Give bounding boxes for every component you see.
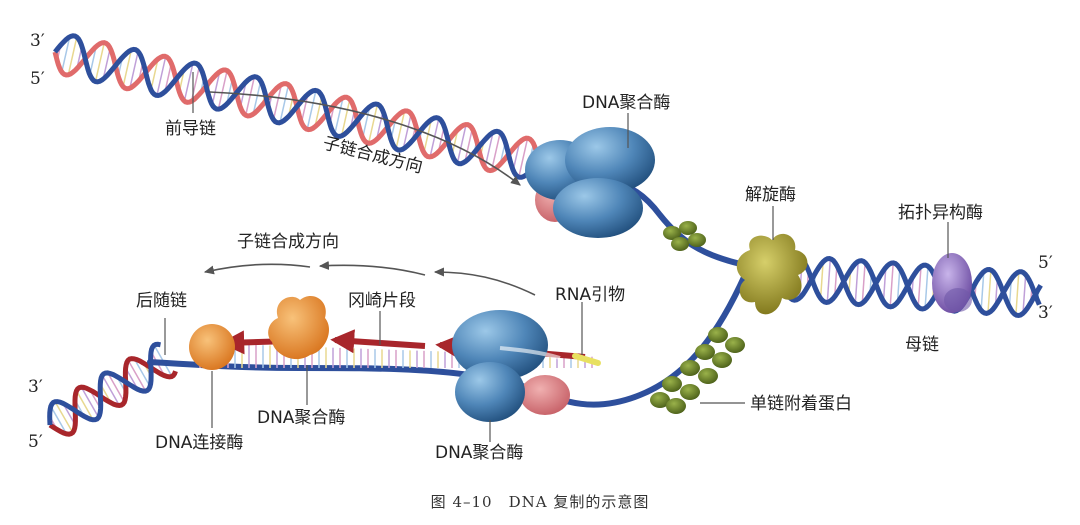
leading-base-pair — [102, 48, 111, 80]
bottom-synthesis-arrow-1 — [433, 267, 536, 296]
helicase — [736, 233, 808, 315]
parent-base-pair — [980, 271, 985, 311]
leading-base-pair — [217, 70, 228, 110]
rna-primer — [572, 353, 601, 366]
leading-base-pair — [464, 128, 474, 163]
leading-base-pair — [429, 118, 440, 158]
bottom-synthesis-arrow-3 — [203, 263, 311, 275]
leading-base-pair — [367, 104, 379, 144]
label-helicase: 解旋酶 — [745, 185, 796, 205]
end-label-top-left-3: 3′ — [30, 31, 45, 51]
parent-strand-b — [745, 251, 1042, 316]
parent-base-pair — [854, 261, 859, 304]
dna-polymerase-lagging — [268, 296, 330, 360]
leading-base-pair — [314, 95, 323, 128]
leading-base-pair — [156, 56, 167, 96]
leading-base-pair — [164, 63, 173, 92]
end-label-top-left-5: 5′ — [30, 69, 45, 89]
leading-base-pair — [361, 106, 371, 138]
leading-base-pair — [375, 111, 384, 140]
leading-base-pair — [183, 63, 194, 102]
label-dna-ligase: DNA连接酶 — [155, 433, 243, 453]
parent-base-pair — [861, 262, 866, 304]
lagging-base-pair — [107, 372, 125, 403]
leading-base-pair — [244, 76, 256, 116]
leading-base-pair — [340, 99, 351, 137]
parent-base-pair — [1015, 271, 1020, 316]
parent-base-pair — [833, 265, 838, 297]
leader-lines — [164, 72, 949, 442]
label-ssb: 单链附着蛋白 — [750, 394, 852, 414]
leading-base-pair — [402, 113, 412, 150]
label-dna-polymerase-bottom: DNA聚合酶 — [435, 443, 523, 463]
lagging-base-pair — [50, 405, 68, 435]
topoisomerase-shadow — [944, 288, 972, 312]
lagging-strand-helix — [47, 341, 178, 437]
bottom-synthesis-arrow-2 — [318, 261, 426, 276]
leading-strand-helix — [52, 33, 603, 194]
leading-base-pair — [252, 80, 262, 115]
label-synthesis-direction-bottom: 子链合成方向 — [237, 232, 339, 252]
leading-base-pair — [512, 141, 521, 171]
end-label-right-5: 5′ — [1038, 253, 1053, 273]
lagging-strand-b — [47, 341, 161, 426]
leading-base-pair — [395, 110, 406, 149]
parent-base-pair — [819, 261, 824, 299]
lagging-base-pair — [80, 386, 100, 418]
lagging-base-pair — [75, 390, 94, 421]
leading-base-pair — [423, 119, 433, 153]
leading-base-pair — [67, 36, 78, 75]
label-topoisomerase: 拓扑异构酶 — [898, 203, 983, 223]
parent-base-pair — [1022, 274, 1027, 314]
leading-base-pair — [490, 132, 501, 171]
ssb-cluster-top — [663, 221, 706, 251]
parent-base-pair — [987, 269, 992, 314]
label-dna-polymerase-top: DNA聚合酶 — [582, 93, 670, 113]
leading-base-pair — [272, 84, 283, 120]
leading-base-pair — [122, 49, 133, 87]
leading-base-pair — [279, 84, 290, 123]
label-leading-strand: 前导链 — [165, 119, 216, 139]
leading-base-pair — [94, 42, 106, 82]
top-synthesis-direction-arrow — [209, 91, 521, 186]
leading-base-pair — [306, 90, 317, 130]
lagging-base-pair — [101, 375, 121, 406]
label-rna-primer: RNA引物 — [555, 285, 625, 305]
lagging-base-pair — [127, 359, 147, 392]
leading-base-pair — [211, 71, 221, 106]
label-dna-polymerase-lagging: DNA聚合酶 — [257, 408, 345, 428]
leading-base-pair — [518, 138, 529, 178]
leading-base-pair — [129, 51, 139, 89]
leading-base-pair — [333, 97, 344, 135]
label-parent-strand: 母链 — [905, 335, 939, 355]
lagging-strand-a — [48, 356, 178, 437]
parent-base-pair — [826, 258, 832, 303]
parent-base-pair — [896, 268, 901, 303]
dna-polymerase-bottom — [452, 310, 570, 422]
dna-ligase — [189, 324, 235, 370]
leading-base-pair — [456, 124, 467, 164]
label-okazaki-fragment: 冈崎片段 — [348, 291, 416, 311]
end-label-right-3: 3′ — [1038, 303, 1053, 323]
label-lagging-strand: 后随链 — [136, 291, 187, 311]
parent-base-pair — [917, 266, 922, 308]
leading-base-pair — [150, 58, 159, 91]
lagging-base-pair — [54, 401, 74, 433]
lagging-base-pair — [133, 358, 151, 387]
leading-base-pair — [300, 94, 309, 123]
end-label-bottom-left-3: 3′ — [28, 377, 43, 397]
leading-strand-b — [53, 33, 603, 194]
end-label-bottom-left-5: 5′ — [28, 432, 43, 452]
parent-base-pair — [882, 267, 887, 302]
leading-base-pair — [61, 36, 71, 73]
leading-base-pair — [89, 46, 97, 75]
parent-base-pair — [889, 262, 894, 307]
figure-caption: 图 4–10 DNA 复制的示意图 — [431, 493, 650, 511]
ssb-cluster-bottom — [650, 327, 745, 414]
dna-polymerase-leading — [525, 127, 655, 238]
parent-base-pair — [924, 266, 929, 309]
